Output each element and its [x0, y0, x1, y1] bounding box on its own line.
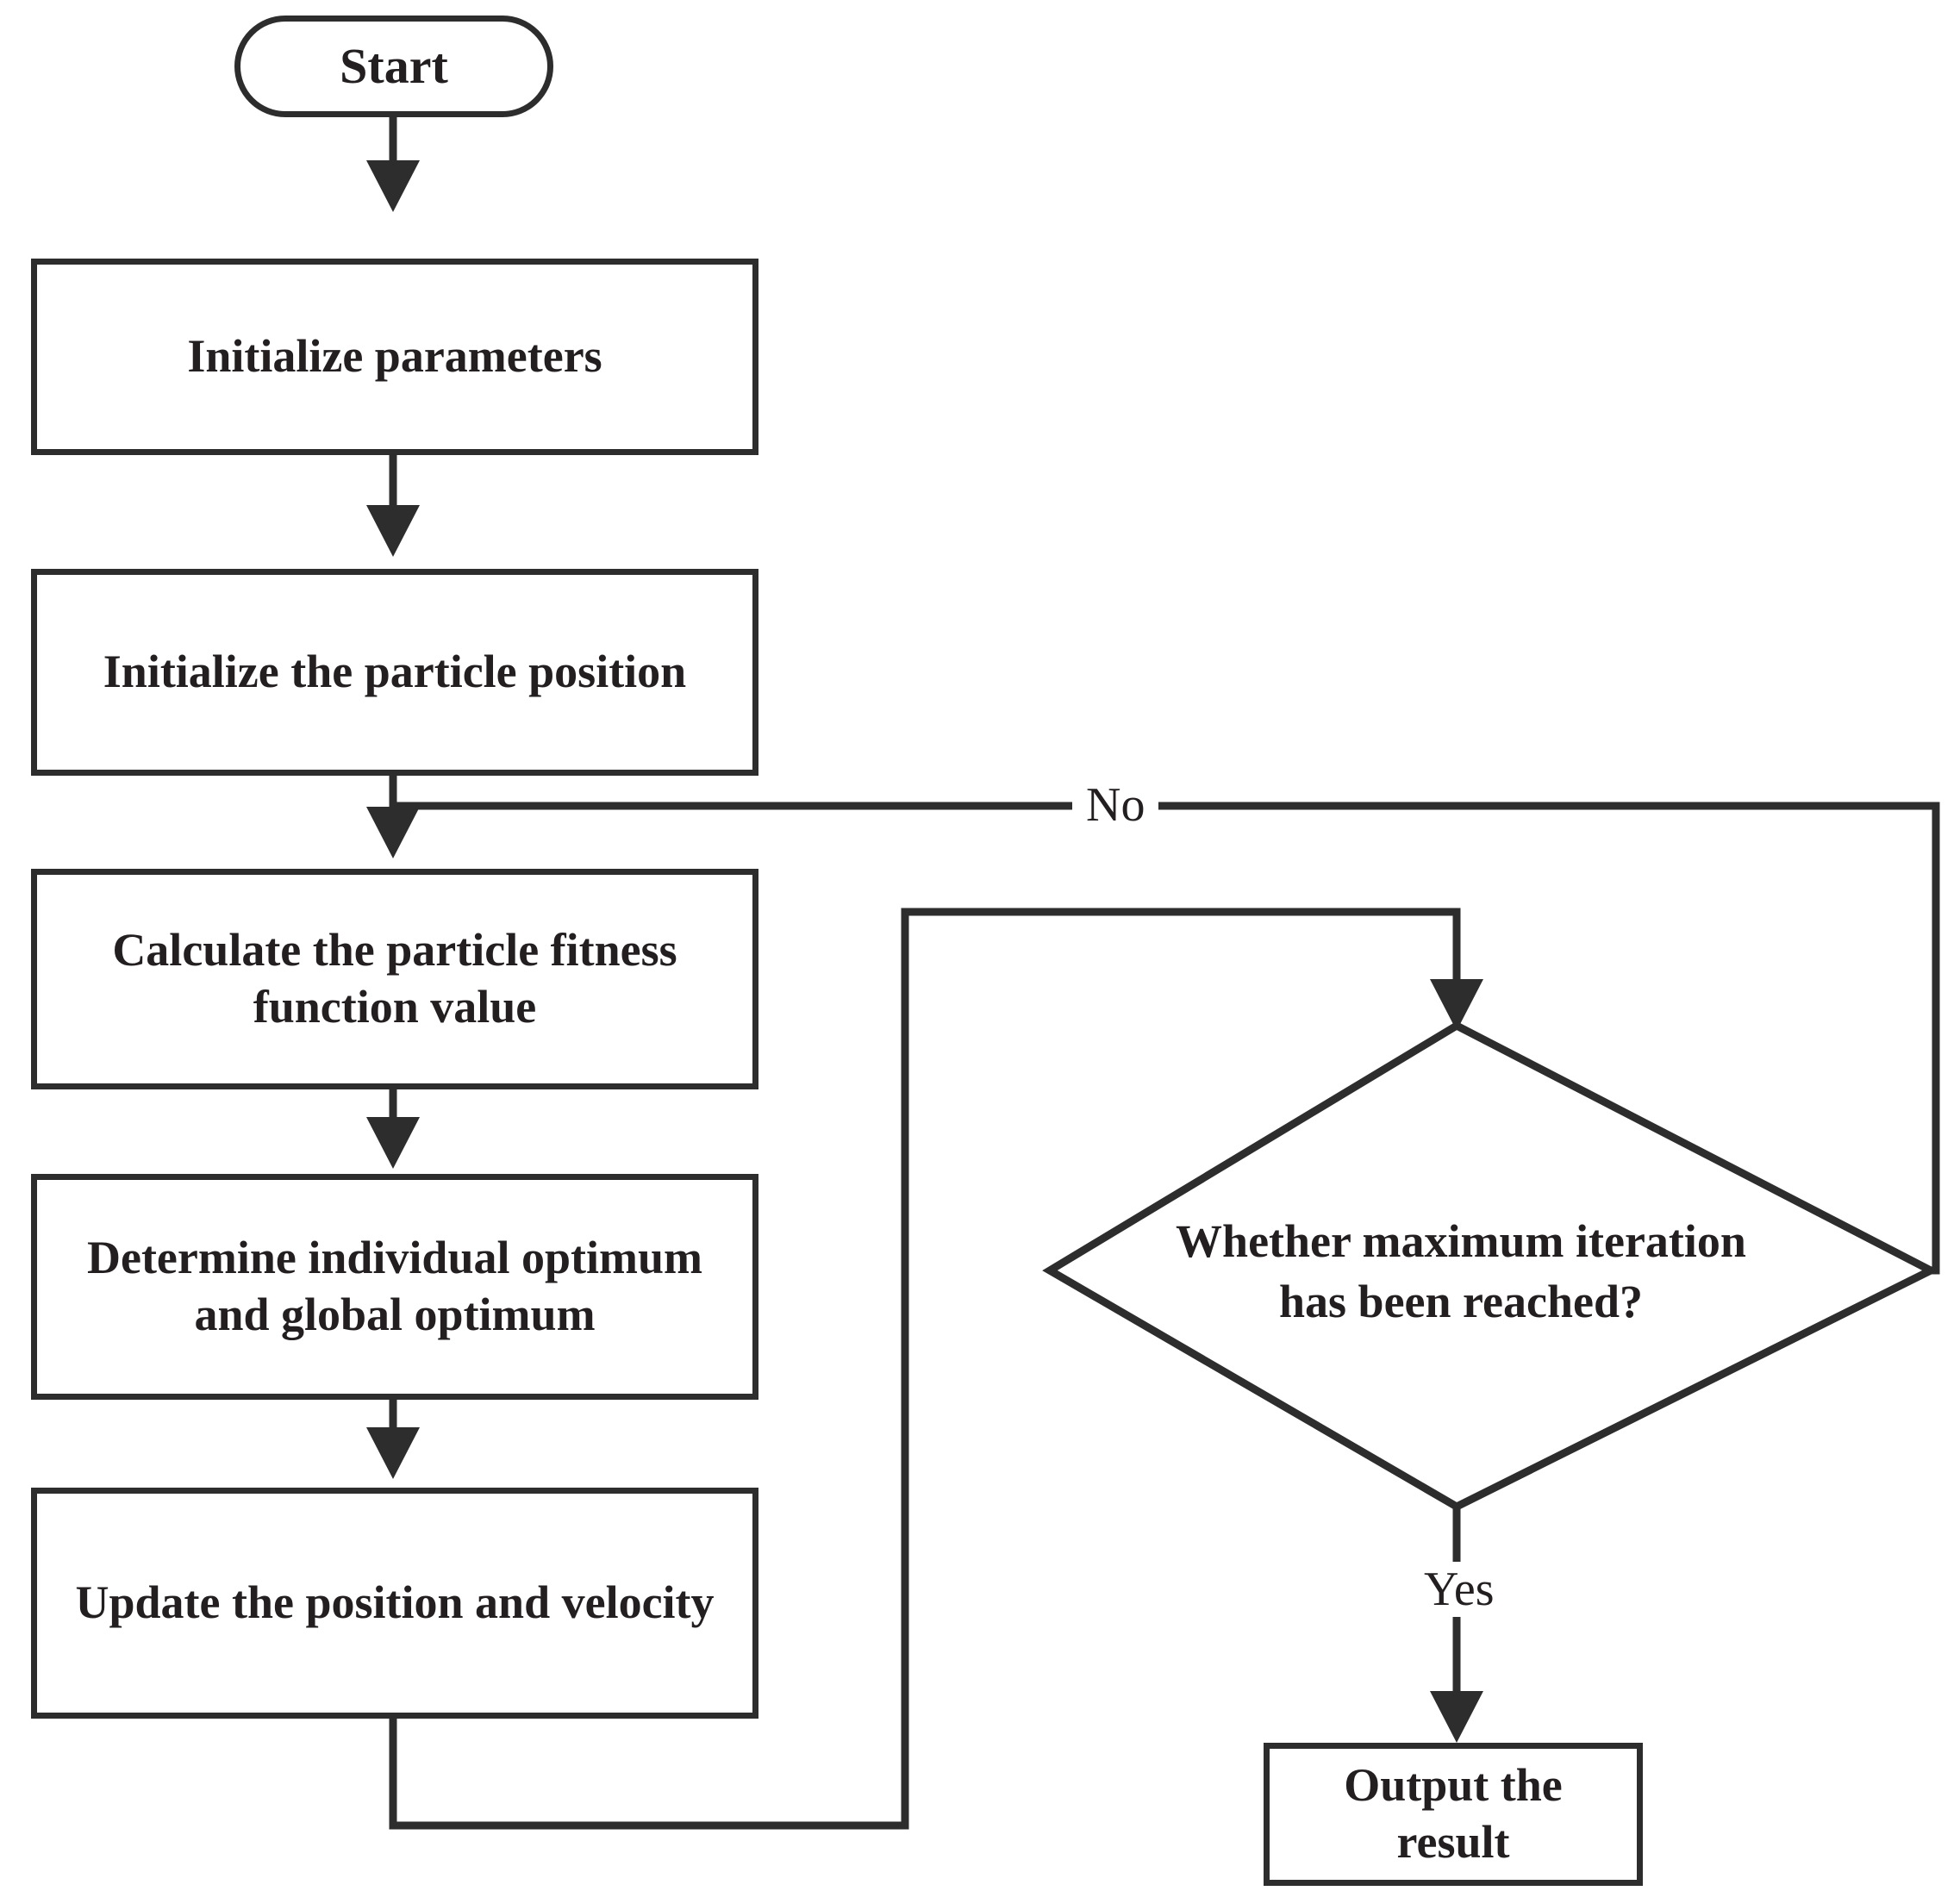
edge-decision-yes-to-output-result — [1430, 1503, 1483, 1743]
edge-label-yes-text: Yes — [1424, 1563, 1495, 1616]
node-initialize-particle-position-label: Initialize the particle position — [103, 646, 687, 698]
node-update-position-velocity-label: Update the position and velocity — [75, 1576, 715, 1629]
edge-init-particle-position-to-calculate-fitness — [366, 774, 420, 858]
node-output-result-label: Output the result — [1344, 1759, 1563, 1868]
node-decision-max-iteration-label: Whether maximum iteration has been reach… — [1176, 1214, 1746, 1327]
node-calculate-fitness-label: Calculate the particle fitness function … — [112, 924, 677, 1033]
edge-update-position-velocity-to-decision — [389, 908, 1483, 1830]
node-initialize-parameters-label: Initialize parameters — [187, 330, 602, 383]
node-determine-optimum-label: Determine individual optimum and global … — [86, 1232, 703, 1340]
edge-start-to-init-parameters — [366, 109, 420, 212]
edge-init-parameters-to-init-particle-position — [366, 450, 420, 557]
node-decision-max-iteration[interactable]: Whether maximum iteration has been reach… — [1155, 1146, 1767, 1396]
node-update-position-velocity[interactable]: Update the position and velocity — [31, 1488, 758, 1719]
node-calculate-fitness[interactable]: Calculate the particle fitness function … — [31, 869, 758, 1089]
node-start-label: Start — [340, 38, 448, 95]
edge-label-no: No — [1072, 777, 1159, 833]
edge-calculate-fitness-to-determine-optimum — [366, 1084, 420, 1169]
edge-label-no-text: No — [1086, 778, 1145, 832]
node-initialize-particle-position[interactable]: Initialize the particle position — [31, 569, 758, 776]
node-output-result[interactable]: Output the result — [1264, 1743, 1643, 1886]
edge-label-yes: Yes — [1410, 1562, 1508, 1617]
node-determine-optimum[interactable]: Determine individual optimum and global … — [31, 1174, 758, 1400]
edge-determine-optimum-to-update-position-velocity — [366, 1393, 420, 1479]
node-initialize-parameters[interactable]: Initialize parameters — [31, 259, 758, 455]
node-start[interactable]: Start — [234, 16, 553, 117]
decision-diamond-shape — [1042, 1020, 1939, 1512]
